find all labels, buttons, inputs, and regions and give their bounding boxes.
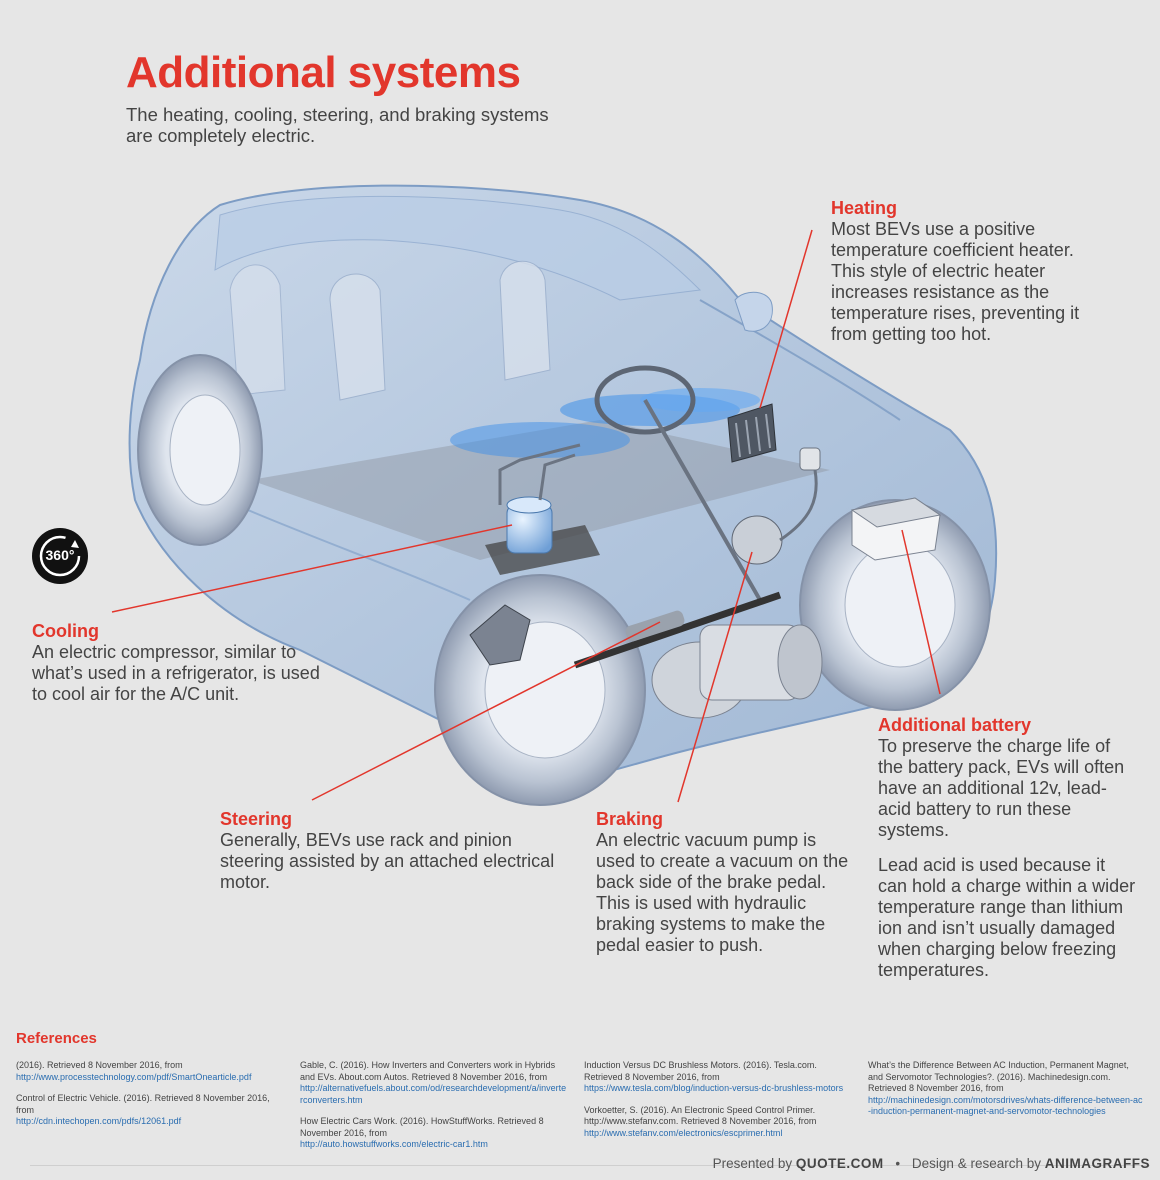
steering-wheel bbox=[594, 365, 762, 601]
page-subtitle: The heating, cooling, steering, and brak… bbox=[126, 104, 549, 146]
reference-item: How Electric Cars Work. (2016). HowStuff… bbox=[300, 1116, 568, 1151]
references-column-2: Gable, C. (2016). How Inverters and Conv… bbox=[300, 1060, 568, 1161]
reference-link[interactable]: http://auto.howstuffworks.com/electric-c… bbox=[300, 1139, 488, 1149]
braking-leader-line bbox=[677, 551, 753, 803]
braking-body: An electric vacuum pump is used to creat… bbox=[596, 830, 849, 955]
heating-callout: Heating Most BEVs use a positive tempera… bbox=[831, 198, 1091, 345]
reference-text: Gable, C. (2016). How Inverters and Conv… bbox=[300, 1060, 556, 1082]
reference-text: (2016). Retrieved 8 November 2016, from bbox=[16, 1060, 183, 1070]
steering-title: Steering bbox=[220, 809, 293, 829]
battery-leader-line bbox=[901, 529, 941, 695]
view-360-label: 360° bbox=[45, 547, 75, 563]
cooling-leader-line bbox=[111, 524, 513, 613]
reference-item: Vorkoetter, S. (2016). An Electronic Spe… bbox=[584, 1105, 852, 1140]
ptc-heater bbox=[727, 403, 777, 463]
reference-link[interactable]: http://machinedesign.com/motorsdrives/wh… bbox=[868, 1094, 1143, 1117]
steering-callout: Steering Generally, BEVs use rack and pi… bbox=[220, 809, 570, 893]
wheel-front-left bbox=[434, 574, 646, 806]
reference-text: What’s the Difference Between AC Inducti… bbox=[868, 1060, 1129, 1093]
reference-text: Control of Electric Vehicle. (2016). Ret… bbox=[16, 1093, 270, 1115]
braking-title: Braking bbox=[596, 809, 664, 829]
reference-text: Vorkoetter, S. (2016). An Electronic Spe… bbox=[584, 1104, 817, 1127]
reference-item: Control of Electric Vehicle. (2016). Ret… bbox=[16, 1093, 284, 1128]
heating-title: Heating bbox=[831, 198, 898, 218]
battery-title: Additional battery bbox=[878, 715, 1032, 735]
footer-credits: Presented by QUOTE.COM • Design & resear… bbox=[713, 1156, 1150, 1171]
sponsor-logo[interactable]: QUOTE.COM bbox=[795, 1156, 884, 1171]
rotate-360-icon bbox=[39, 535, 81, 577]
footer-divider bbox=[30, 1165, 1150, 1166]
heating-leader-line bbox=[759, 229, 813, 409]
car-illustration bbox=[111, 184, 998, 806]
footer-separator: • bbox=[895, 1156, 901, 1171]
cooling-body: An electric compressor, similar to what’… bbox=[32, 642, 320, 704]
battery-body-2: Lead acid is used because it can hold a … bbox=[878, 855, 1136, 980]
steering-rack bbox=[573, 591, 782, 669]
reference-item: What’s the Difference Between AC Inducti… bbox=[868, 1060, 1143, 1118]
braking-callout: Braking An electric vacuum pump is used … bbox=[596, 809, 852, 956]
ac-compressor bbox=[485, 443, 600, 575]
brake-caliper bbox=[469, 604, 531, 666]
cooling-callout: Cooling An electric compressor, similar … bbox=[32, 621, 332, 705]
page-title: Additional systems bbox=[126, 48, 521, 97]
brake-vacuum-pump bbox=[731, 447, 821, 565]
12v-battery bbox=[850, 497, 942, 561]
reference-item: Gable, C. (2016). How Inverters and Conv… bbox=[300, 1060, 568, 1106]
reference-link[interactable]: http://alternativefuels.about.com/od/res… bbox=[300, 1083, 567, 1105]
reference-link[interactable]: http://www.processtechnology.com/pdf/Sma… bbox=[16, 1071, 252, 1082]
wheel-front-right bbox=[799, 499, 991, 711]
references-column-4: What’s the Difference Between AC Inducti… bbox=[868, 1060, 1143, 1128]
reference-text: Induction Versus DC Brushless Motors. (2… bbox=[584, 1060, 817, 1082]
wheel-rear bbox=[137, 354, 263, 546]
reference-item: (2016). Retrieved 8 November 2016, from … bbox=[16, 1060, 284, 1083]
designer-logo[interactable]: ANIMAGRAFFS bbox=[1044, 1156, 1150, 1171]
reference-link[interactable]: http://www.stefanv.com/electronics/escpr… bbox=[584, 1127, 783, 1138]
heating-body: Most BEVs use a positive temperature coe… bbox=[831, 219, 1080, 344]
design-by-label: Design & research by bbox=[911, 1156, 1041, 1171]
callout-lines bbox=[111, 229, 941, 803]
battery-callout: Additional battery To preserve the charg… bbox=[878, 715, 1138, 981]
references-column-1: (2016). Retrieved 8 November 2016, from … bbox=[16, 1060, 284, 1138]
steering-body: Generally, BEVs use rack and pinion stee… bbox=[220, 830, 555, 892]
steering-leader-line bbox=[311, 621, 661, 801]
cooling-title: Cooling bbox=[32, 621, 99, 641]
view-360-button[interactable]: 360° bbox=[32, 528, 88, 584]
battery-body-1: To preserve the charge life of the batte… bbox=[878, 736, 1125, 840]
reference-link[interactable]: https://www.tesla.com/blog/induction-ver… bbox=[584, 1083, 844, 1093]
presented-by-label: Presented by bbox=[712, 1156, 793, 1171]
references-heading: References bbox=[16, 1030, 97, 1047]
references-column-3: Induction Versus DC Brushless Motors. (2… bbox=[584, 1060, 852, 1149]
reference-item: Induction Versus DC Brushless Motors. (2… bbox=[584, 1060, 852, 1095]
reference-text: How Electric Cars Work. (2016). HowStuff… bbox=[300, 1116, 544, 1138]
reference-link[interactable]: http://cdn.intechopen.com/pdfs/12061.pdf bbox=[16, 1116, 182, 1126]
